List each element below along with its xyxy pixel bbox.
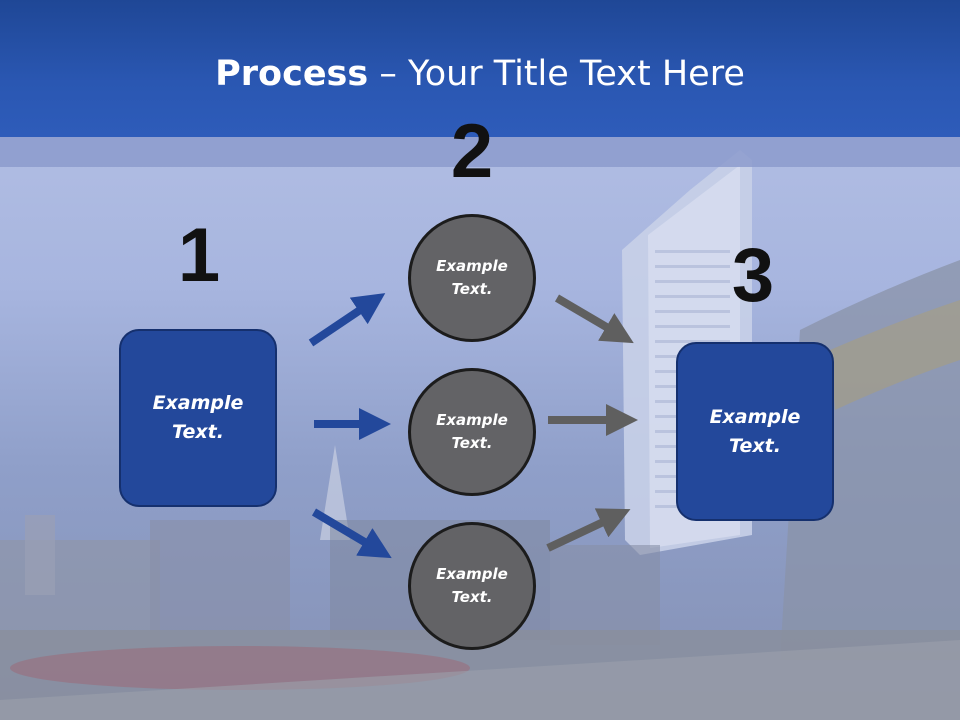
title-bold: Process: [215, 54, 369, 94]
slide-title[interactable]: Process – Your Title Text Here: [0, 52, 960, 96]
header-band: [0, 0, 960, 137]
step-2-circle-middle[interactable]: Example Text.: [408, 368, 536, 496]
step-2-circle-bottom[interactable]: Example Text.: [408, 522, 536, 650]
step-number-2: 2: [450, 109, 494, 194]
step-number-1: 1: [177, 213, 221, 298]
step-1-box[interactable]: Example Text.: [119, 329, 277, 507]
step-3-box[interactable]: Example Text.: [676, 342, 834, 521]
step-2-circle-top[interactable]: Example Text.: [408, 214, 536, 342]
step-number-3: 3: [731, 233, 775, 318]
title-rest: – Your Title Text Here: [368, 54, 745, 94]
header-strip: [0, 137, 960, 167]
